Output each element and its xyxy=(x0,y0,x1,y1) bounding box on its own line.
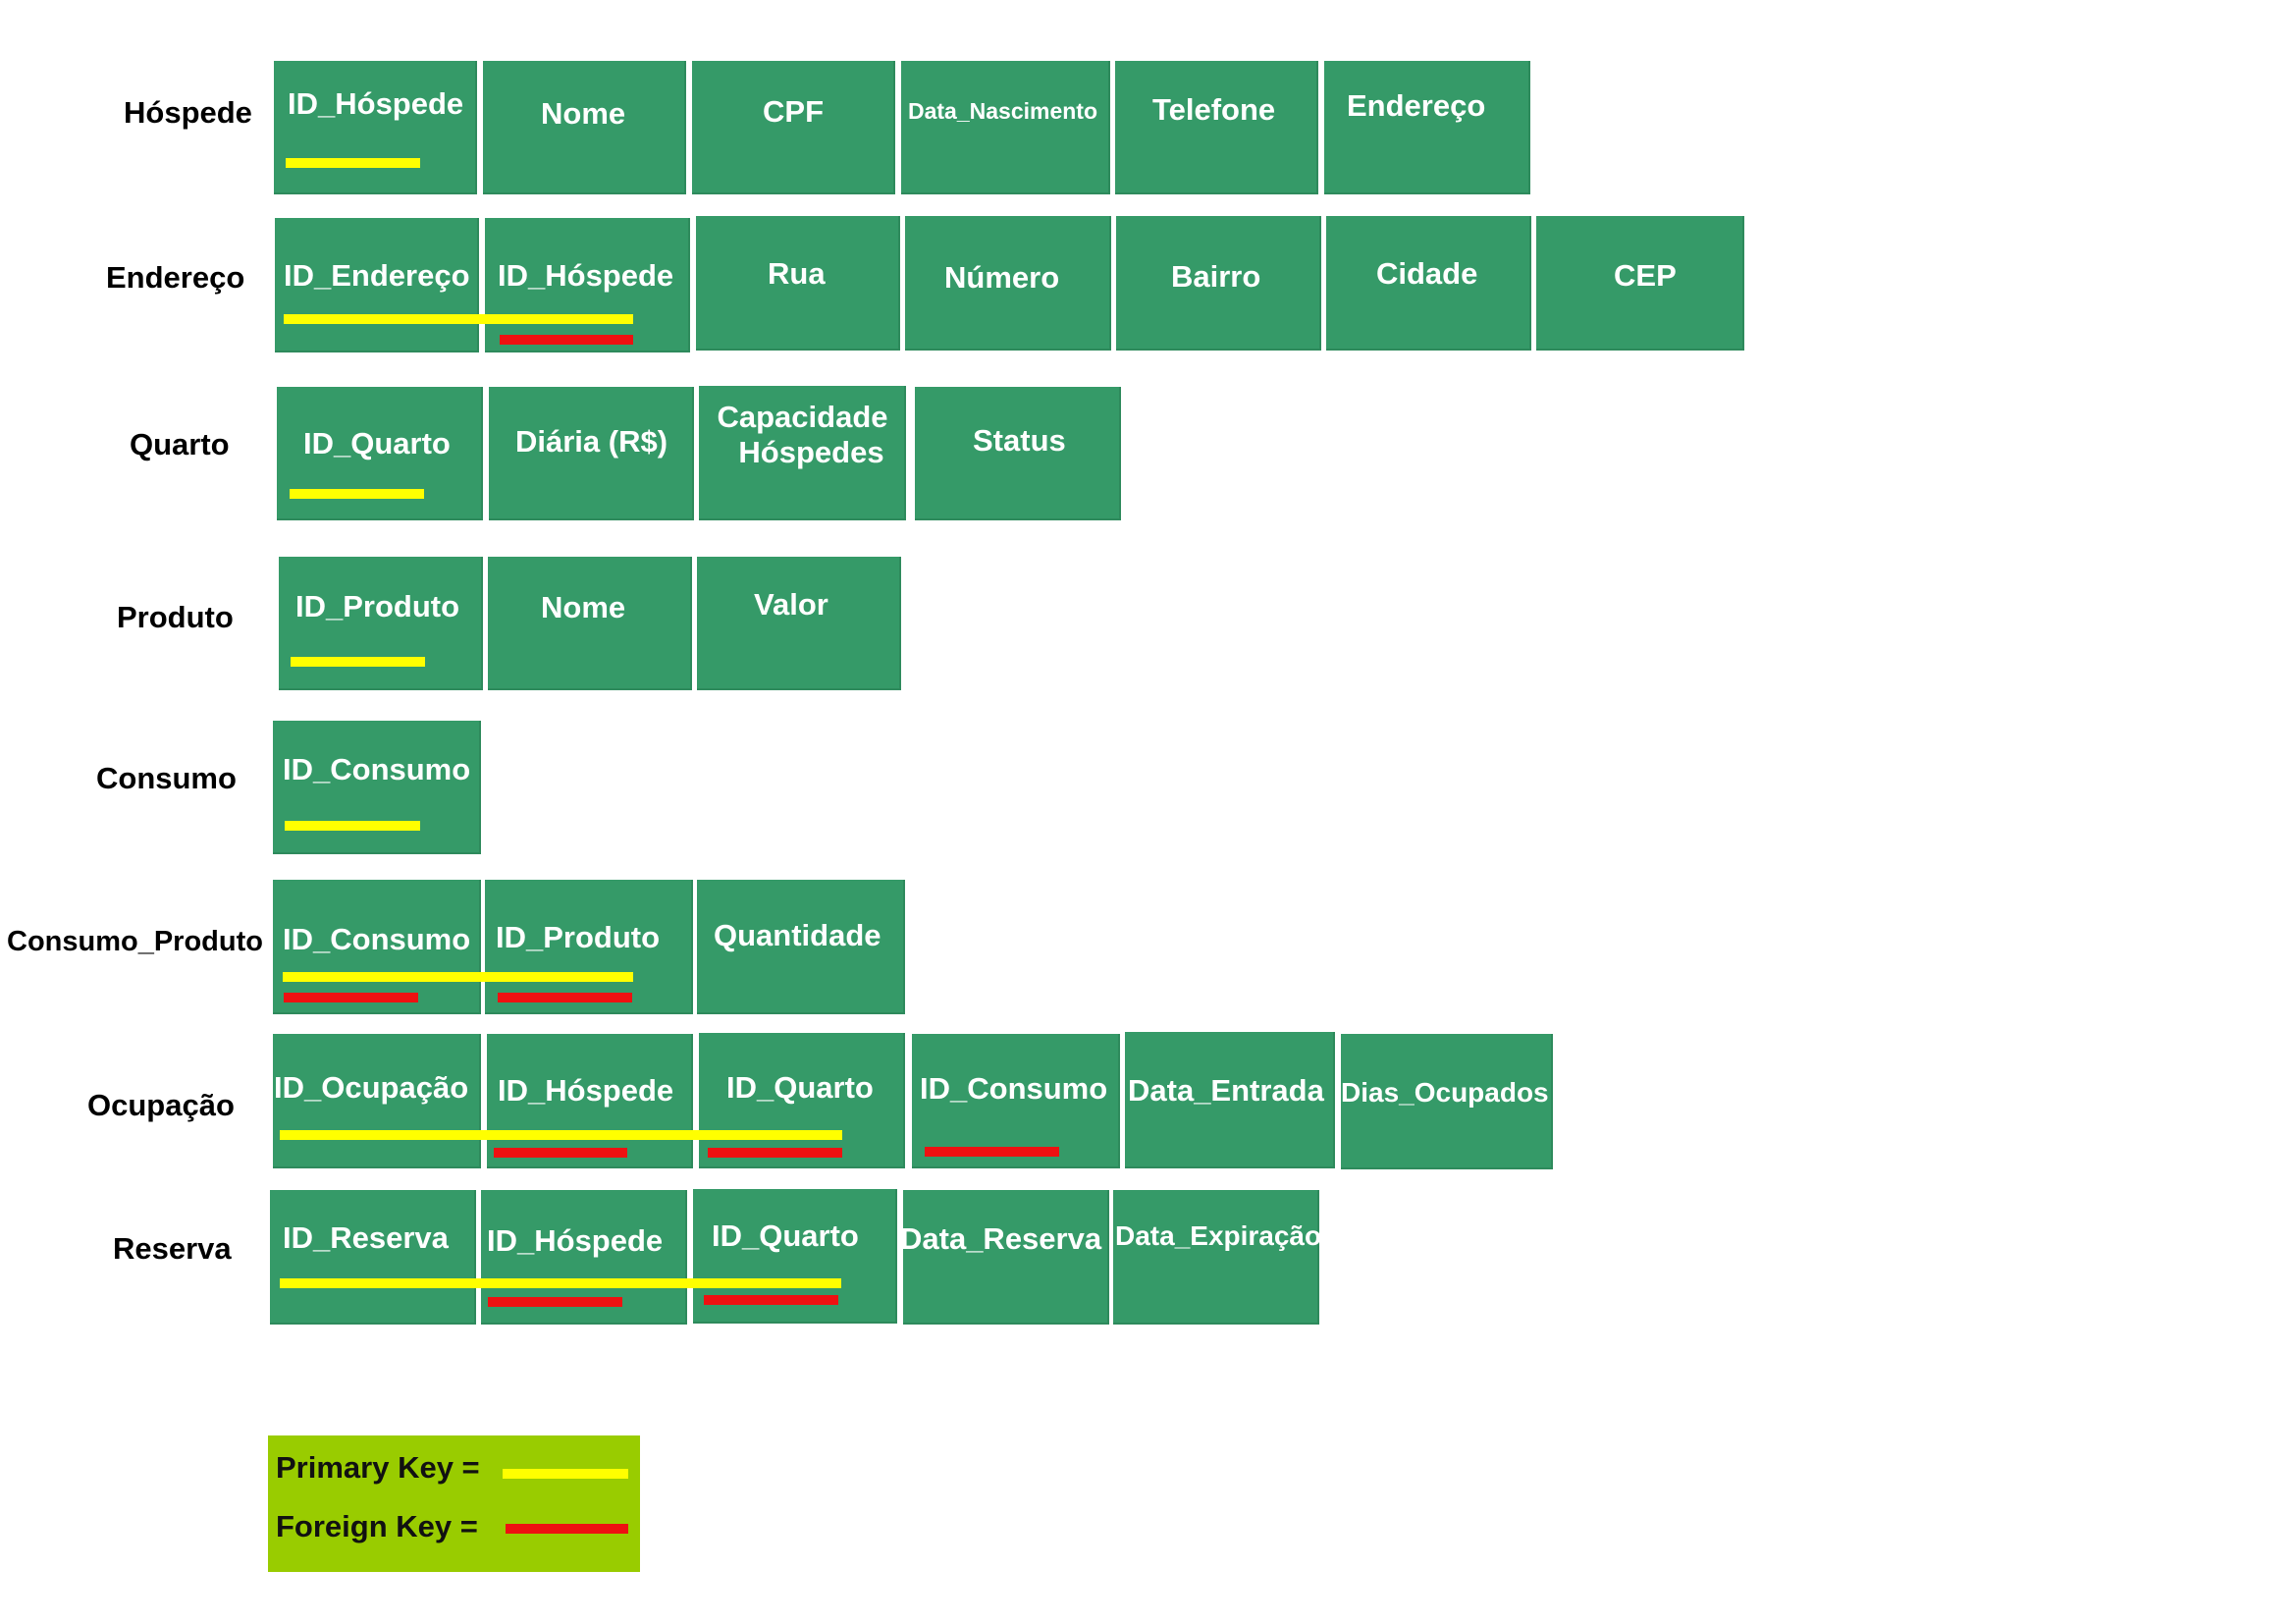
field-box-hospede-cpf xyxy=(692,61,895,194)
field-box-endereco-cidade xyxy=(1326,216,1531,351)
field-box-ocupacao-dataentrada xyxy=(1125,1032,1335,1168)
field-label: ID_Produto xyxy=(295,589,460,623)
field-box-reserva-datareserva xyxy=(903,1190,1109,1325)
field-label: ID_Produto xyxy=(496,920,661,954)
field-box-consumoproduto-idproduto xyxy=(485,880,693,1014)
field-label-line: Hóspedes xyxy=(738,434,884,469)
field-label: Número xyxy=(944,260,1060,295)
field-label: Nome xyxy=(541,590,626,624)
field-label: Data_Entrada xyxy=(1128,1073,1324,1108)
field-label: Telefone xyxy=(1152,92,1276,127)
primary-key-line xyxy=(284,314,633,324)
field-box-quarto-diaria xyxy=(489,387,694,520)
foreign-key-line xyxy=(494,1148,627,1158)
field-box-endereco-bairro xyxy=(1116,216,1321,351)
field-box-consumoproduto-idconsumo xyxy=(273,880,481,1014)
primary-key-line xyxy=(286,158,420,168)
field-label: ID_Hóspede xyxy=(288,86,464,121)
field-label: Endereço xyxy=(1347,88,1486,123)
field-label: ID_Hóspede xyxy=(487,1223,664,1258)
field-box-ocupacao-idhospede xyxy=(487,1034,693,1168)
field-box-reserva-id xyxy=(270,1190,476,1325)
legend-primary-key-swatch xyxy=(503,1469,628,1479)
field-box-ocupacao-idquarto xyxy=(699,1033,905,1168)
field-label: Data_Reserva xyxy=(900,1221,1102,1256)
field-label: ID_Ocupação xyxy=(274,1070,469,1105)
field-label-line: Capacidade xyxy=(717,400,888,434)
field-box-endereco-idhospede xyxy=(485,218,690,352)
foreign-key-line xyxy=(704,1295,838,1305)
field-label: ID_Hóspede xyxy=(498,258,674,293)
primary-key-line xyxy=(280,1130,842,1140)
field-box-endereco-numero xyxy=(905,216,1111,351)
field-box-ocupacao-idconsumo xyxy=(912,1034,1120,1168)
field-label: Diária (R$) xyxy=(515,424,668,459)
table-name-quarto: Quarto xyxy=(130,427,230,461)
field-label: Quantidade xyxy=(714,918,881,952)
field-box-quarto-capacidade xyxy=(699,386,906,520)
field-label: ID_Reserva xyxy=(283,1220,449,1255)
table-name-consumo: Consumo xyxy=(96,761,237,795)
table-name-hospede: Hóspede xyxy=(124,95,252,130)
primary-key-line xyxy=(290,489,424,499)
field-label: ID_Hóspede xyxy=(498,1073,674,1108)
legend-foreign-key-label: Foreign Key = xyxy=(276,1509,478,1543)
field-box-hospede-telefone xyxy=(1115,61,1318,194)
foreign-key-line xyxy=(925,1147,1059,1157)
field-box-endereco-id xyxy=(275,218,479,352)
foreign-key-line xyxy=(708,1148,842,1158)
field-box-produto-valor xyxy=(697,557,901,690)
field-box-ocupacao-diasocupados xyxy=(1341,1034,1553,1169)
foreign-key-line xyxy=(488,1297,622,1307)
field-label: ID_Consumo xyxy=(283,922,471,956)
field-box-hospede-endereco xyxy=(1324,61,1530,194)
legend-foreign-key-swatch xyxy=(506,1524,628,1534)
field-label: ID_Quarto xyxy=(712,1218,859,1253)
field-box-endereco-cep xyxy=(1536,216,1744,351)
field-label: Rua xyxy=(768,256,826,291)
field-label: CEP xyxy=(1614,258,1677,293)
field-label: ID_Consumo xyxy=(283,752,471,786)
table-name-ocupacao: Ocupação xyxy=(87,1088,235,1122)
field-label: Status xyxy=(973,423,1066,458)
field-box-consumoproduto-quantidade xyxy=(697,880,905,1014)
primary-key-line xyxy=(291,657,425,667)
primary-key-line xyxy=(285,821,420,831)
field-label: ID_Quarto xyxy=(303,426,451,460)
field-box-endereco-rua xyxy=(696,216,900,351)
primary-key-line xyxy=(280,1278,841,1288)
field-label: Capacidade Hóspedes xyxy=(699,400,906,469)
field-label: Nome xyxy=(541,96,626,131)
foreign-key-line xyxy=(498,993,632,1002)
field-box-quarto-status xyxy=(915,387,1121,520)
field-label: CPF xyxy=(763,94,824,129)
field-label: Data_Nascimento xyxy=(908,98,1098,124)
field-label: ID_Quarto xyxy=(726,1070,874,1105)
field-label: Data_Expiração xyxy=(1115,1220,1322,1251)
table-name-produto: Produto xyxy=(117,600,234,634)
foreign-key-line xyxy=(284,993,418,1002)
field-box-consumo-id xyxy=(273,721,481,854)
table-name-consumo-produto: Consumo_Produto xyxy=(7,926,263,957)
field-box-hospede-nascimento xyxy=(901,61,1110,194)
field-label: ID_Consumo xyxy=(920,1071,1108,1106)
legend xyxy=(268,1435,640,1572)
field-box-produto-nome xyxy=(488,557,692,690)
field-label: Dias_Ocupados xyxy=(1341,1077,1549,1108)
field-label: Bairro xyxy=(1171,259,1261,294)
field-box-produto-id xyxy=(279,557,483,690)
field-box-hospede-id xyxy=(274,61,477,194)
field-label: Valor xyxy=(754,587,828,622)
field-label: Cidade xyxy=(1376,256,1478,291)
foreign-key-line xyxy=(500,335,633,345)
field-label: ID_Endereço xyxy=(284,258,470,293)
field-box-ocupacao-id xyxy=(273,1034,481,1168)
legend-primary-key-label: Primary Key = xyxy=(276,1450,480,1485)
table-name-endereco: Endereço xyxy=(106,260,245,295)
field-box-reserva-dataexpiracao xyxy=(1113,1190,1319,1325)
primary-key-line xyxy=(283,972,633,982)
table-name-reserva: Reserva xyxy=(113,1231,232,1266)
field-box-hospede-nome xyxy=(483,61,686,194)
